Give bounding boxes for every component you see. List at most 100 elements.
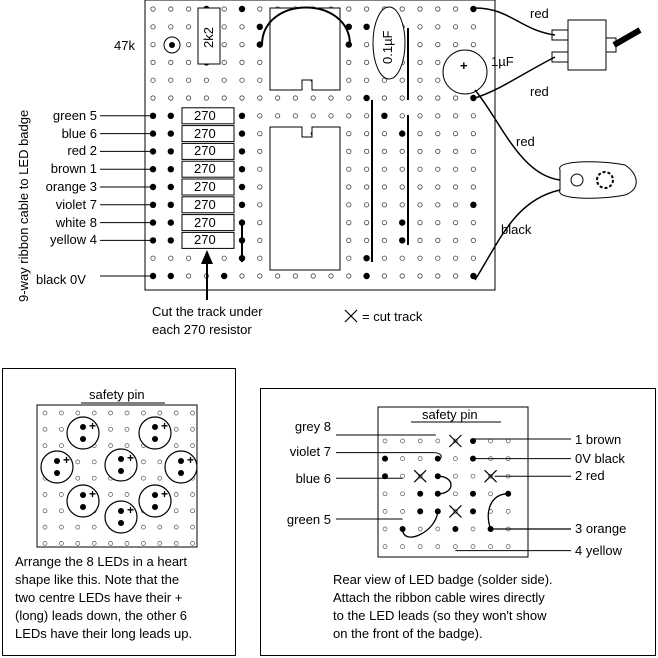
led-plus-sign: + <box>161 487 168 501</box>
resistor-bank-270 <box>181 107 235 249</box>
heart-description: Arrange the 8 LEDs in a heart shape like … <box>15 553 227 643</box>
led: + <box>66 484 100 518</box>
heart-description-line: (long) leads down, the other 6 <box>15 608 187 623</box>
rear-right-label: 2 red <box>575 468 605 484</box>
ribbon-wire-label: white 8 <box>55 214 97 230</box>
capacitor-0-1uf <box>372 6 406 80</box>
rear-description: Rear view of LED badge (solder side). Att… <box>333 571 633 643</box>
rear-right-label: 4 yellow <box>575 542 622 558</box>
resistor-270 <box>181 160 235 178</box>
led-heart: + + + + + + + + <box>40 416 198 534</box>
resistor-270 <box>181 142 235 160</box>
rear-right-label: 3 orange <box>575 521 627 536</box>
led-plus-sign: + <box>127 451 134 465</box>
lead-red-switch-top <box>474 7 556 36</box>
led-plus-sign: + <box>161 419 168 433</box>
heart-description-line: shape like this. Note that the <box>15 572 180 587</box>
capacitor-1uf <box>442 49 488 95</box>
resistor-value-label: 270 <box>194 214 216 230</box>
heart-description-line: Arrange the 8 LEDs in a heart <box>15 554 187 569</box>
lead-black-battery <box>474 189 561 281</box>
ribbon-wire-leaders <box>100 115 150 277</box>
resistor-value-label: 270 <box>194 125 216 141</box>
ribbon-wire-label: yellow 4 <box>50 232 97 248</box>
resistor-270 <box>181 178 235 196</box>
resistor-270 <box>181 125 235 143</box>
cut-legend-text: = cut track <box>362 309 423 324</box>
rear-view-panel: safety pin grey 8 violet 7 blue 6 green 5 1… <box>260 388 656 656</box>
led-plus-sign: + <box>89 487 96 501</box>
led-plus-sign: + <box>187 453 194 467</box>
led-plus-sign: + <box>63 453 70 467</box>
heart-description-line: LEDs have their long leads up. <box>15 626 193 641</box>
heart-arrangement-panel: + + + + + + + + safety pin Arrange the 8 LEDs i… <box>2 368 236 656</box>
resistor-value-label: 270 <box>194 161 216 177</box>
capacitor-plus-sign: + <box>460 58 468 73</box>
resistor-value-label: 270 <box>194 196 216 212</box>
cut-note-arrow <box>201 250 213 264</box>
battery-clip <box>559 161 637 199</box>
cut-legend-icon <box>344 309 358 323</box>
rear-right-label: 0V black <box>575 450 625 466</box>
resistor-270 <box>181 196 235 214</box>
led: + <box>138 416 172 450</box>
rear-description-line: Rear view of LED badge (solder side). <box>333 572 553 587</box>
resistor-2k2-label: 2k2 <box>201 27 216 48</box>
rear-left-label: green 5 <box>286 512 331 527</box>
led: + <box>164 450 198 484</box>
lead-label-red-battery: red <box>516 134 535 149</box>
lead-label-red-bottom: red <box>530 84 549 99</box>
rear-board <box>336 406 571 558</box>
rear-description-line: Attach the ribbon cable wires directly <box>333 590 545 605</box>
rear-left-label: grey 8 <box>294 419 331 434</box>
led: + <box>40 450 74 484</box>
stripboard-layout <box>100 0 642 323</box>
stripboard-outline <box>144 0 496 291</box>
resistor-270 <box>181 231 235 249</box>
resistor-270 <box>181 107 235 125</box>
resistor-value-label: 270 <box>194 232 216 248</box>
rear-left-label: blue 6 <box>295 471 331 487</box>
toggle-switch <box>551 19 642 71</box>
wire-link-ic-top <box>261 6 351 46</box>
resistor-value-label: 270 <box>194 179 216 194</box>
big-ic-body <box>269 126 341 271</box>
small-ic-body <box>269 7 341 91</box>
resistor-2k2-body <box>197 7 221 65</box>
ribbon-wire-label: orange 3 <box>45 179 97 194</box>
rear-ribbon-wires <box>336 434 571 552</box>
heart-board: + + + + + + + + <box>36 402 198 548</box>
resistor-value-label: 270 <box>194 107 216 123</box>
lead-label-black-battery: black <box>501 222 532 237</box>
ribbon-wire-label: green 5 <box>52 107 97 123</box>
resistor-270 <box>181 214 235 232</box>
pot-label: 47k <box>114 38 135 53</box>
resistor-value-label: 270 <box>194 143 216 159</box>
ribbon-wire-label: blue 6 <box>61 125 97 141</box>
ribbon-wire-label: violet 7 <box>55 196 97 212</box>
lead-red-switch-bottom <box>474 56 556 99</box>
capacitor-small-label: 0.1µF <box>380 30 395 64</box>
led: + <box>66 416 100 450</box>
ground-wire-label: black 0V <box>36 272 86 287</box>
rear-description-line: to the LED leads (so they won't show <box>333 608 547 623</box>
rear-left-label: violet 7 <box>289 443 331 459</box>
lead-label-red-top: red <box>530 6 549 21</box>
led-plus-sign: + <box>127 503 134 517</box>
led: + <box>138 484 172 518</box>
ribbon-wire-label: brown 1 <box>50 161 97 177</box>
rear-right-label: 1 brown <box>575 432 622 447</box>
heart-pin-label: safety pin <box>89 387 145 402</box>
lead-red-battery <box>474 89 561 181</box>
cut-note-line1: Cut the track under <box>152 304 263 319</box>
ribbon-wire-label: red 2 <box>67 143 97 159</box>
rear-pin-label: safety pin <box>422 407 478 422</box>
led: + <box>104 448 138 482</box>
rear-description-line: on the front of the badge). <box>333 626 483 641</box>
capacitor-1uf-label: 1µF <box>491 54 514 69</box>
led: + <box>104 500 138 534</box>
heart-description-line: two centre LEDs have their + <box>15 590 183 605</box>
cut-note-line2: each 270 resistor <box>152 322 252 337</box>
led-plus-sign: + <box>89 419 96 433</box>
